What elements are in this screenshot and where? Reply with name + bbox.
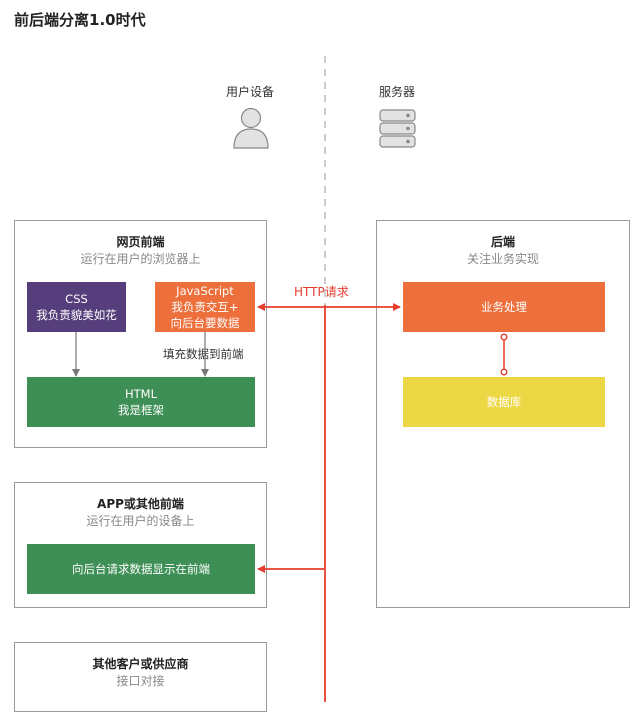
business-logic-label: 业务处理 (481, 300, 527, 314)
css-box: CSS 我负责貌美如花 (27, 282, 126, 332)
request-data-box: 向后台请求数据显示在前端 (27, 544, 255, 594)
page-title: 前后端分离1.0时代 (14, 11, 146, 29)
user-icon (233, 107, 269, 149)
server-label: 服务器 (378, 85, 415, 99)
backend-subtitle: 关注业务实现 (466, 252, 539, 266)
backend-title: 后端 (490, 235, 515, 249)
server-icon (379, 109, 416, 148)
clients-panel-title: 其他客户或供应商 (92, 657, 189, 671)
http-request-label: HTTP请求 (294, 285, 349, 299)
web-frontend-subtitle: 运行在用户的浏览器上 (80, 252, 201, 266)
biz-db-link-top (500, 333, 508, 341)
css-box-line2: 我负责貌美如花 (36, 308, 117, 322)
html-box: HTML 我是框架 (27, 377, 255, 427)
javascript-box-line3: 向后台要数据 (170, 316, 240, 330)
user-device-label: 用户设备 (225, 85, 274, 99)
javascript-box: JavaScript 我负责交互+ 向后台要数据 (155, 282, 255, 332)
clients-panel-subtitle: 接口对接 (116, 674, 165, 688)
database-label: 数据库 (486, 395, 522, 409)
css-box-line1: CSS (65, 292, 88, 306)
html-box-line2: 我是框架 (118, 403, 164, 417)
app-panel-subtitle: 运行在用户的设备上 (86, 514, 195, 528)
javascript-box-line2: 我负责交互+ (171, 300, 239, 314)
database-box: 数据库 (403, 377, 605, 427)
web-frontend-title: 网页前端 (116, 235, 165, 249)
business-logic-box: 业务处理 (403, 282, 605, 332)
clients-panel: 其他客户或供应商 接口对接 (14, 642, 267, 712)
app-panel-title: APP或其他前端 (97, 497, 184, 511)
request-data-label: 向后台请求数据显示在前端 (72, 562, 210, 576)
html-box-line1: HTML (124, 387, 157, 401)
javascript-box-line1: JavaScript (176, 284, 234, 298)
biz-db-link-bottom (500, 368, 508, 376)
fill-data-label: 填充数据到前端 (163, 347, 244, 361)
